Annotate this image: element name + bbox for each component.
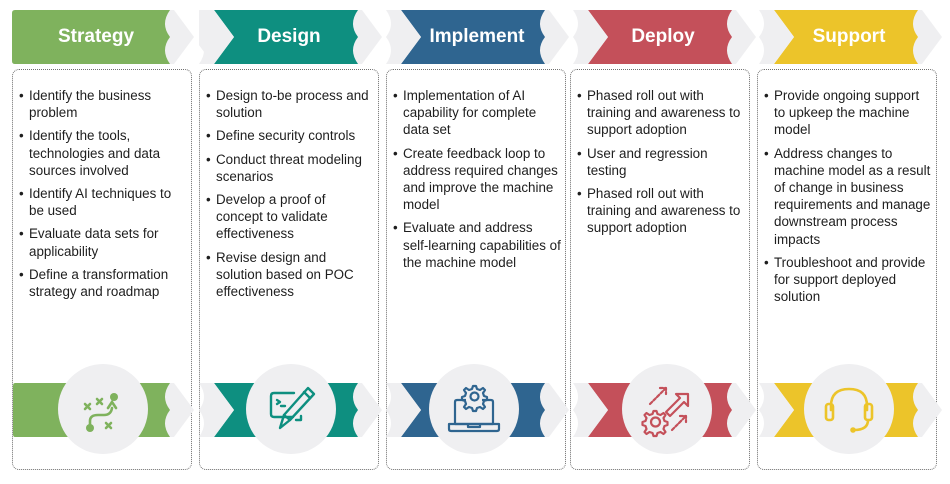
bullet-item: Identify AI techniques to be used	[19, 185, 187, 219]
icon-circle	[429, 364, 519, 454]
phase-header: Support	[759, 10, 949, 64]
phase-card: Design to-be process and solution Define…	[199, 69, 379, 470]
phase-header: Implement	[386, 10, 576, 64]
phase-header: Strategy	[12, 10, 202, 64]
icon-circle	[246, 364, 336, 454]
bullet-item: Implementation of AI capability for comp…	[393, 87, 561, 139]
header-chevron-shape	[573, 10, 756, 64]
bullet-item: Define a transformation strategy and roa…	[19, 266, 187, 300]
header-chevron-shape	[199, 10, 382, 64]
bullet-item: Phased roll out with training and awaren…	[577, 185, 745, 237]
icon-circle	[58, 364, 148, 454]
bullet-item: Conduct threat modeling scenarios	[206, 151, 374, 185]
phase-title: Strategy	[57, 26, 135, 47]
bullet-item: Identify the tools, technologies and dat…	[19, 127, 187, 179]
phase-title: Implement	[429, 26, 525, 47]
bullet-list: Phased roll out with training and awaren…	[577, 87, 745, 243]
bullet-item: Troubleshoot and provide for support dep…	[764, 254, 932, 306]
laptop-gear-icon	[447, 384, 501, 433]
phase-strategy: Strategy Identify the business problem I…	[12, 0, 202, 484]
phase-card: Provide ongoing support to upkeep the ma…	[757, 69, 937, 470]
bullet-item: Design to-be process and solution	[206, 87, 374, 121]
bullet-list: Design to-be process and solution Define…	[206, 87, 374, 306]
design-pencil-icon	[269, 386, 316, 430]
phase-design: Design Design to-be process and solution…	[199, 0, 389, 484]
icon-circle	[622, 364, 712, 454]
phase-deploy: Deploy Phased roll out with training and…	[570, 0, 763, 484]
bullet-item: Evaluate data sets for applicability	[19, 225, 187, 259]
bullet-item: Address changes to machine model as a re…	[764, 145, 932, 248]
phase-header: Design	[199, 10, 389, 64]
bullet-list: Identify the business problem Identify t…	[19, 87, 187, 306]
headset-icon	[824, 387, 874, 433]
phase-title: Deploy	[631, 26, 695, 47]
bullet-item: User and regression testing	[577, 145, 745, 179]
bullet-item: Phased roll out with training and awaren…	[577, 87, 745, 139]
bullet-item: Create feedback loop to address required…	[393, 145, 561, 214]
icon-circle	[804, 364, 894, 454]
gear-arrows-icon	[641, 386, 690, 438]
bullet-item: Provide ongoing support to upkeep the ma…	[764, 87, 932, 139]
bullet-item: Develop a proof of concept to validate e…	[206, 191, 374, 243]
phase-header: Deploy	[573, 10, 763, 64]
header-chevron-shape	[759, 10, 942, 64]
bullet-item: Evaluate and address self-learning capab…	[393, 219, 561, 271]
phase-card: Implementation of AI capability for comp…	[386, 69, 566, 470]
phase-title: Support	[812, 26, 886, 47]
phase-support: Support Provide ongoing support to upkee…	[757, 0, 949, 484]
header-chevron-shape	[386, 10, 569, 64]
bullet-list: Implementation of AI capability for comp…	[393, 87, 561, 277]
bullet-list: Provide ongoing support to upkeep the ma…	[764, 87, 932, 311]
phase-implement: Implement Implementation of AI capabilit…	[386, 0, 576, 484]
phase-card: Phased roll out with training and awaren…	[570, 69, 750, 470]
header-chevron-shape	[12, 10, 194, 64]
strategy-path-icon	[83, 393, 118, 432]
bullet-item: Revise design and solution based on POC …	[206, 249, 374, 301]
bullet-item: Define security controls	[206, 127, 374, 144]
phase-card: Identify the business problem Identify t…	[12, 69, 192, 470]
phase-title: Design	[257, 26, 321, 47]
bullet-item: Identify the business problem	[19, 87, 187, 121]
